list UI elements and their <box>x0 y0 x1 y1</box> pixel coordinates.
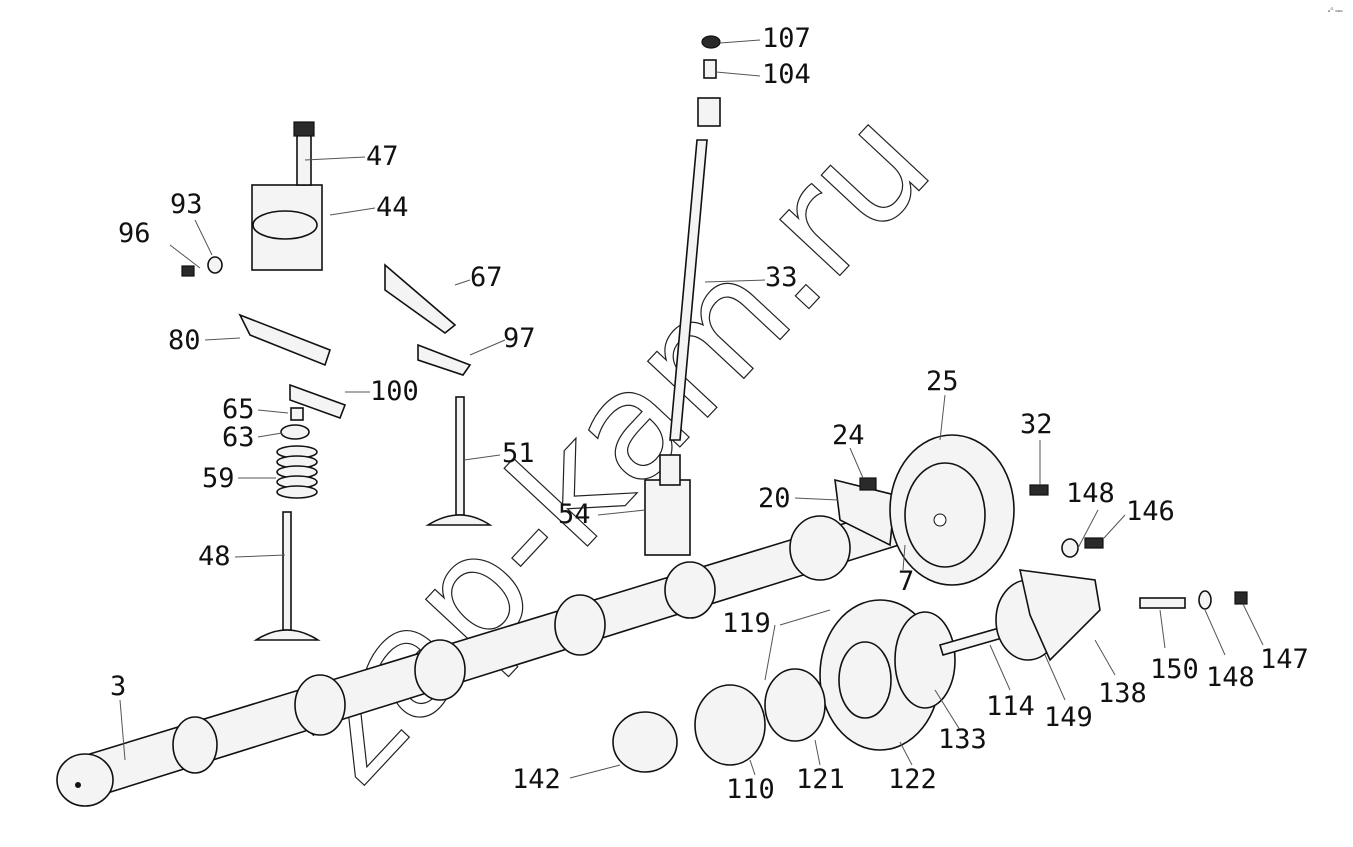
label-147: 147 <box>1260 644 1309 675</box>
part-labels: 107 104 47 44 93 96 67 33 80 97 25 100 6… <box>110 23 1309 805</box>
rocker-arm-67 <box>384 263 457 335</box>
washer-142 <box>612 711 678 773</box>
camshaft <box>56 503 916 807</box>
valve-48 <box>253 511 321 641</box>
valve-51 <box>425 396 493 526</box>
label-148b: 148 <box>1206 662 1255 693</box>
label-65: 65 <box>222 394 255 425</box>
label-97: 97 <box>503 323 536 354</box>
corner-mark: ₒᴳ ₒₒₒ <box>1328 7 1343 14</box>
rocker-arm-97 <box>417 343 472 376</box>
washer-148a <box>1061 538 1079 558</box>
leader-lines <box>119 39 1264 779</box>
label-110: 110 <box>726 774 775 805</box>
rocker-bracket <box>251 121 323 271</box>
label-63: 63 <box>222 422 255 453</box>
valve-spring <box>276 445 318 499</box>
label-93: 93 <box>170 189 203 220</box>
valve-cap-65 <box>290 407 304 421</box>
label-48: 48 <box>198 541 231 572</box>
label-67: 67 <box>470 262 503 293</box>
label-138: 138 <box>1098 678 1147 709</box>
label-51: 51 <box>502 438 535 469</box>
label-44: 44 <box>376 192 409 223</box>
cover-138 <box>1018 569 1101 662</box>
rocker-arm-100 <box>289 383 347 420</box>
washer-93 <box>207 256 223 274</box>
label-80: 80 <box>168 325 201 356</box>
label-25: 25 <box>926 366 959 397</box>
label-59: 59 <box>202 463 235 494</box>
label-33: 33 <box>765 262 798 293</box>
bolt-146 <box>1084 537 1104 549</box>
push-rod <box>669 35 721 441</box>
label-119: 119 <box>722 608 771 639</box>
rocker-arm-80 <box>238 313 331 367</box>
washer-148b <box>1198 590 1212 610</box>
label-133: 133 <box>938 724 987 755</box>
spring-retainer-63 <box>280 424 310 440</box>
label-104: 104 <box>762 59 811 90</box>
label-146: 146 <box>1126 496 1175 527</box>
label-142: 142 <box>512 764 561 795</box>
label-54: 54 <box>558 499 591 530</box>
bushing-110 <box>694 684 766 766</box>
label-47: 47 <box>366 141 399 172</box>
label-148a: 148 <box>1066 478 1115 509</box>
label-7: 7 <box>898 566 914 597</box>
bolt-24 <box>859 477 877 491</box>
label-107: 107 <box>762 23 811 54</box>
label-24: 24 <box>832 420 865 451</box>
label-20: 20 <box>758 483 791 514</box>
label-100: 100 <box>370 376 419 407</box>
bushing-121 <box>764 668 826 742</box>
tappet-54 <box>644 454 691 556</box>
bolt-32 <box>1029 484 1049 496</box>
label-96: 96 <box>118 218 151 249</box>
gear-122 <box>819 599 956 751</box>
label-122: 122 <box>888 764 937 795</box>
label-3: 3 <box>110 671 126 702</box>
label-114: 114 <box>986 691 1035 722</box>
label-121: 121 <box>796 764 845 795</box>
label-149: 149 <box>1044 702 1093 733</box>
stud-150 <box>1139 597 1186 609</box>
screw-96 <box>181 265 195 277</box>
nut-147 <box>1234 591 1248 605</box>
label-150: 150 <box>1150 654 1199 685</box>
label-32: 32 <box>1020 409 1053 440</box>
gear-25 <box>889 434 1015 586</box>
